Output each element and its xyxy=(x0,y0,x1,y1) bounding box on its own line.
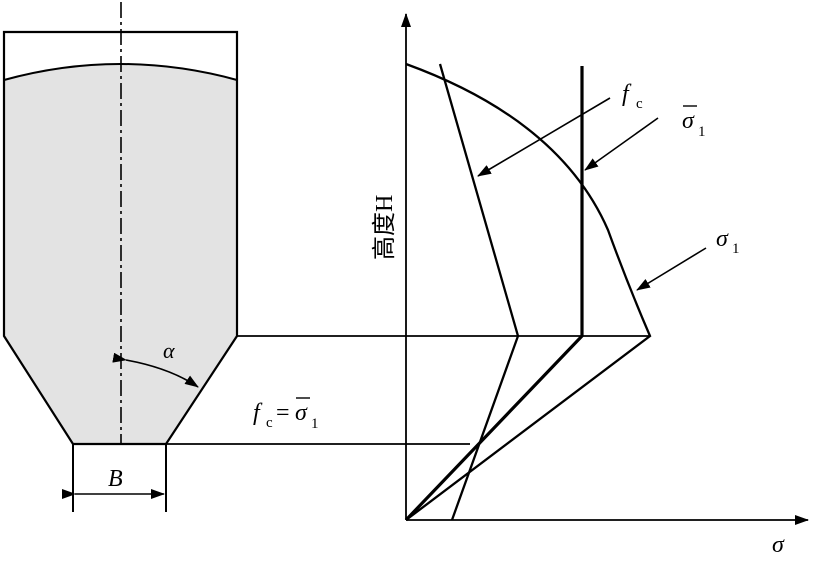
hopper-angle-arc xyxy=(112,352,199,388)
critical-condition-label: f c = σ 1 xyxy=(253,397,319,432)
equation-sigma-subscript: 1 xyxy=(311,416,319,432)
sigma1-leader xyxy=(636,247,707,291)
x-axis-label: σ xyxy=(772,532,785,558)
silo: α B xyxy=(2,2,239,512)
sigma1-bar-leader xyxy=(584,117,659,171)
width-label: B xyxy=(108,466,123,492)
equation-fc-subscript: c xyxy=(266,415,273,431)
y-axis-label: 高度H xyxy=(371,195,398,260)
sigma1-bar-label: σ xyxy=(682,108,695,134)
sigma1-label: σ xyxy=(716,226,729,252)
sigma1-label-subscript: 1 xyxy=(732,241,740,257)
alpha-label: α xyxy=(163,338,175,363)
equation-equals: = xyxy=(276,400,290,426)
stress-chart: 高度H σ f c σ 1 σ 1 xyxy=(371,13,809,558)
fc-label-subscript: c xyxy=(636,96,643,112)
sigma1-curve xyxy=(405,62,652,521)
fc-leader xyxy=(477,97,611,177)
sigma1-bar-line xyxy=(404,66,584,522)
fc-line xyxy=(438,63,520,521)
equation-fc: f xyxy=(253,400,263,426)
sigma1-bar-label-subscript: 1 xyxy=(698,124,706,140)
equation-sigma: σ xyxy=(295,400,308,426)
fc-label: f xyxy=(622,81,632,107)
